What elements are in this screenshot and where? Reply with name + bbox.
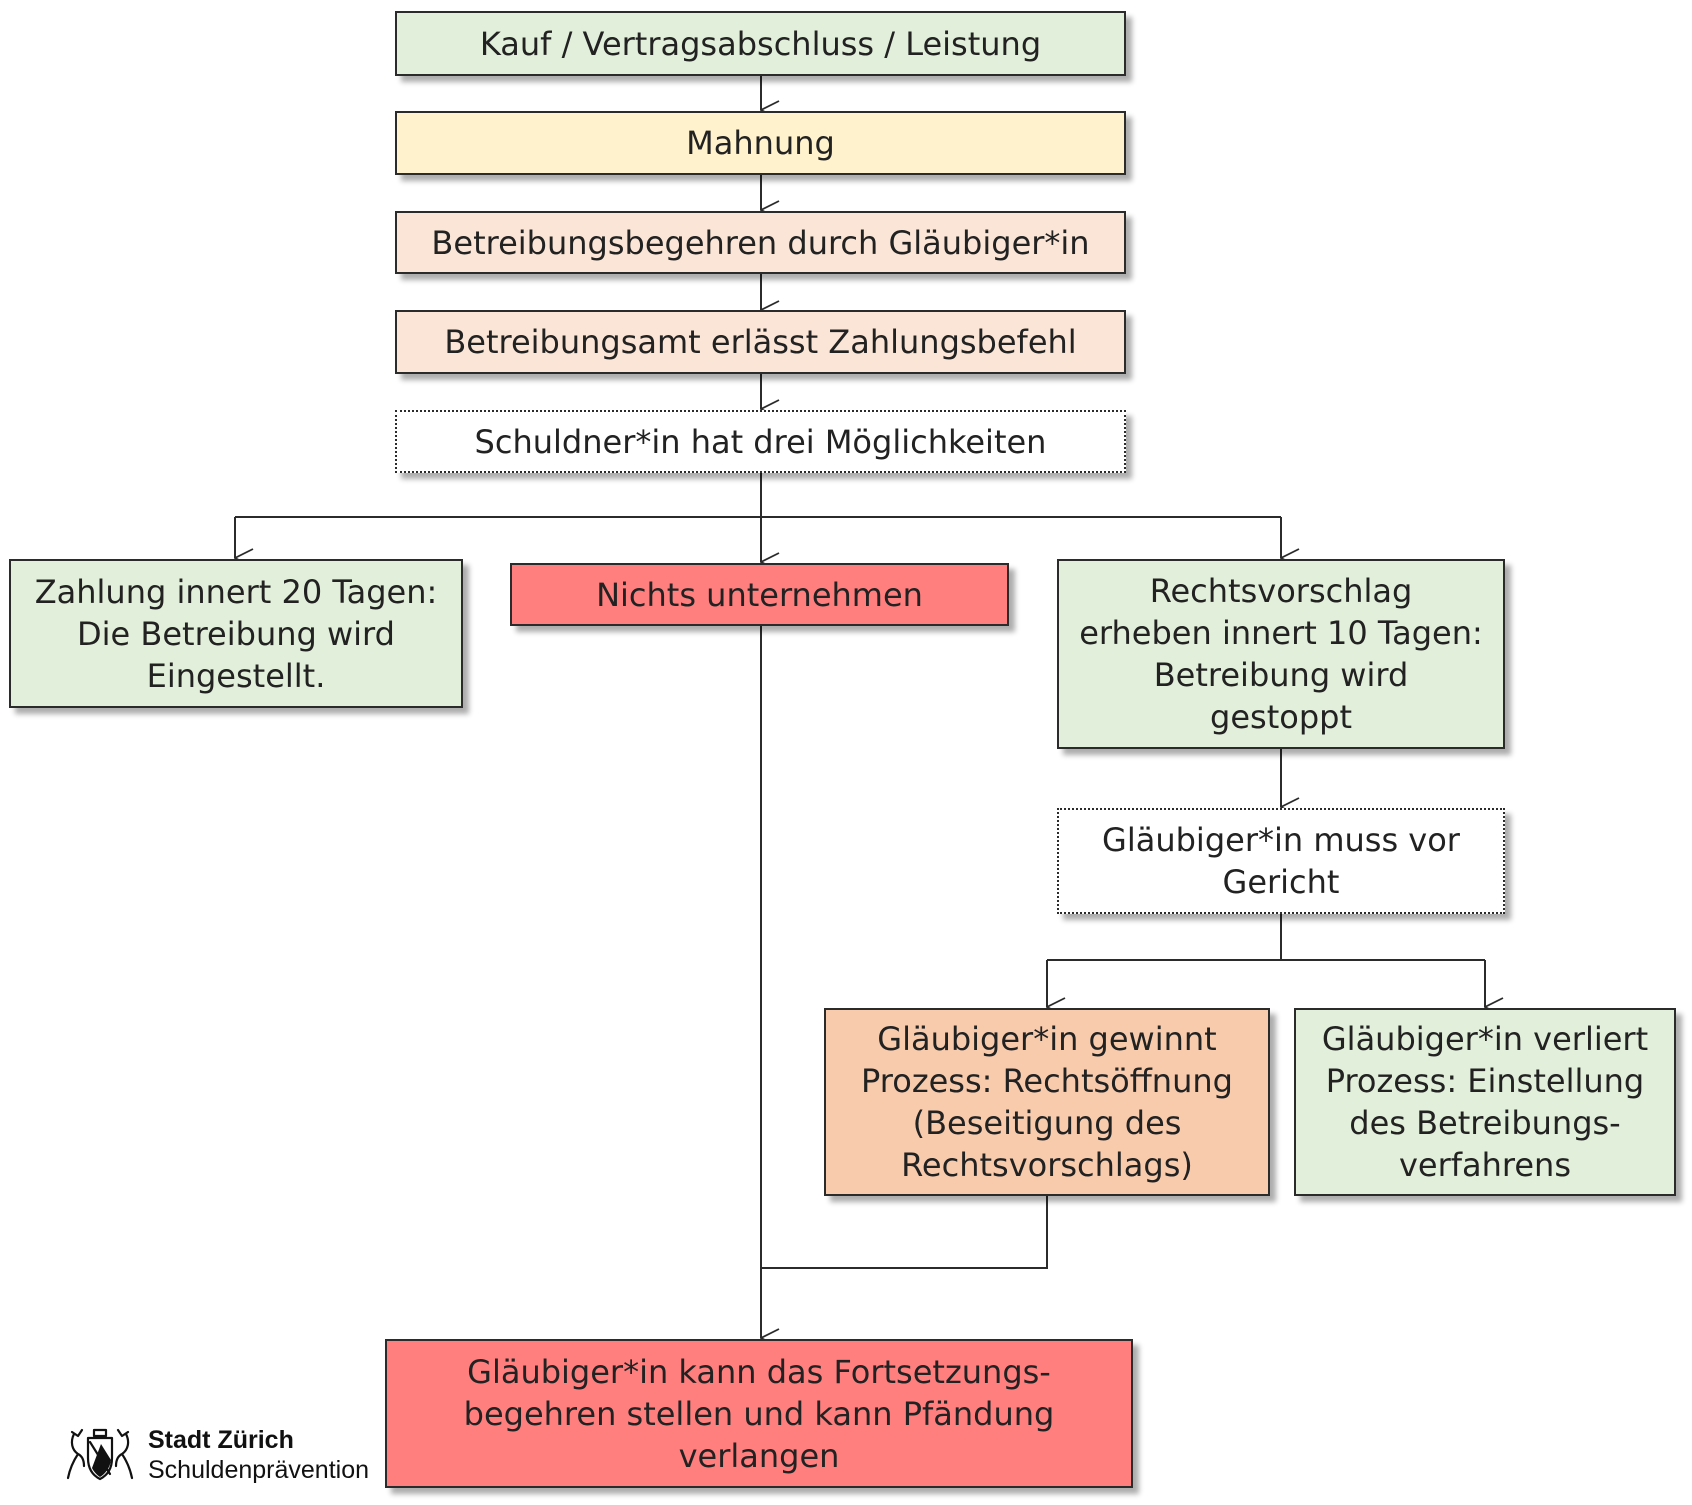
box-kauf: Kauf / Vertragsabschluss / Leistung [395,11,1126,76]
logo-subtitle: Schuldenprävention [148,1456,369,1484]
box-mahnung: Mahnung [395,111,1126,175]
logo-title: Stadt Zürich [148,1426,294,1454]
box-nichts-unternehmen: Nichts unternehmen [510,563,1009,626]
box-betreibungsbegehren: Betreibungsbegehren durch Gläubiger*in [395,211,1126,274]
box-glaeubiger-verliert: Gläubiger*in verliert Prozess: Einstellu… [1294,1008,1676,1196]
zurich-coat-of-arms-icon [66,1428,134,1481]
box-glaeubiger-gewinnt: Gläubiger*in gewinnt Prozess: Rechtsöffn… [824,1008,1270,1196]
box-rechtsvorschlag: Rechtsvorschlag erheben innert 10 Tagen:… [1057,559,1505,749]
line-gewinnt-to-merge [761,1196,1048,1269]
box-drei-moeglichkeiten: Schuldner*in hat drei Möglichkeiten [395,410,1126,473]
line-branch-split [235,473,1281,518]
box-fortsetzungsbegehren: Gläubiger*in kann das Fortsetzungs- bege… [385,1339,1133,1488]
box-zahlungsbefehl: Betreibungsamt erlässt Zahlungsbefehl [395,310,1126,374]
box-muss-vor-gericht: Gläubiger*in muss vor Gericht [1057,808,1505,914]
box-zahlung-innert-20-tagen: Zahlung innert 20 Tagen: Die Betreibung … [9,559,463,708]
line-gericht-split [1047,914,1485,961]
logo-stadt-zuerich: Stadt Zürich Schuldenprävention [64,1424,394,1484]
